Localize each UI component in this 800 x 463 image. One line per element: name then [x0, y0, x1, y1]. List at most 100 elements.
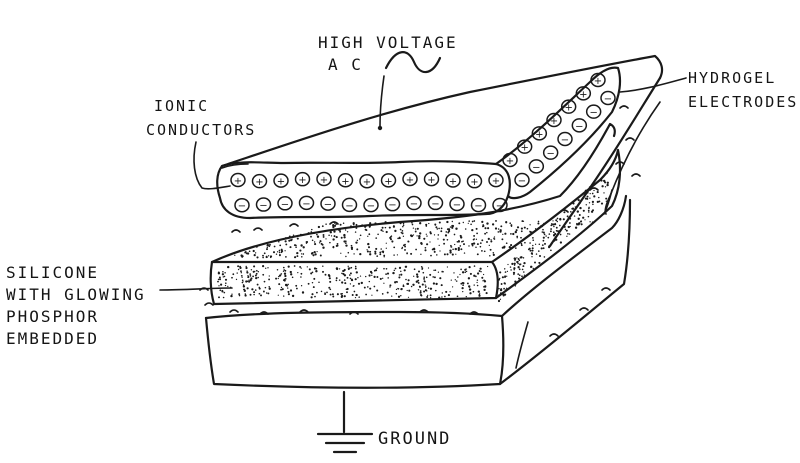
phosphor-dot [349, 277, 352, 280]
phosphor-dot [459, 273, 461, 276]
phosphor-dot [375, 247, 378, 250]
phosphor-dot [479, 242, 482, 244]
phosphor-dot [566, 215, 569, 218]
phosphor-dot [499, 288, 503, 292]
phosphor-dot [538, 243, 541, 245]
phosphor-dot [345, 255, 347, 258]
phosphor-dot [460, 282, 463, 285]
positive-charge-row: +++++++++++++ [230, 171, 504, 189]
phosphor-dot [592, 203, 594, 206]
phosphor-dot [307, 232, 310, 235]
phosphor-dot [501, 276, 504, 279]
phosphor-dot [355, 271, 358, 274]
phosphor-dot [440, 227, 443, 230]
phosphor-dot [542, 236, 545, 239]
phosphor-dot [585, 204, 588, 206]
phosphor-dot [346, 276, 349, 279]
phosphor-dot [461, 240, 463, 243]
phosphor-dot [296, 255, 299, 258]
phosphor-dot [578, 222, 581, 225]
phosphor-dot [313, 277, 316, 280]
phosphor-dot [322, 234, 325, 236]
phosphor-dot [477, 290, 480, 293]
phosphor-dot [601, 185, 604, 188]
phosphor-dot [354, 278, 357, 281]
phosphor-dot [368, 233, 371, 236]
phosphor-dot [368, 274, 371, 277]
phosphor-dot [506, 275, 508, 277]
phosphor-dot [352, 223, 355, 226]
phosphor-dot [382, 251, 384, 254]
phosphor-dot [433, 250, 436, 253]
phosphor-dot [278, 251, 281, 254]
phosphor-dot [414, 228, 417, 230]
phosphor-dot [550, 242, 553, 245]
phosphor-dot [328, 234, 330, 236]
phosphor-dot [355, 241, 358, 244]
phosphor-dot [354, 231, 357, 233]
phosphor-dot [510, 233, 512, 235]
phosphor-dot [393, 246, 396, 249]
phosphor-dot [430, 254, 432, 257]
phosphor-dot [249, 275, 252, 277]
phosphor-dot [340, 252, 342, 254]
phosphor-dot [589, 192, 591, 195]
phosphor-dot [280, 286, 283, 289]
negative-charge: − [341, 197, 358, 213]
phosphor-dot [502, 233, 504, 236]
phosphor-dot [410, 234, 414, 238]
plus-sign: + [520, 143, 528, 154]
phosphor-dot [254, 289, 257, 291]
phosphor-dot [567, 225, 570, 228]
phosphor-dot [437, 271, 440, 273]
phosphor-dot [297, 272, 299, 274]
phosphor-dot [279, 244, 282, 247]
phosphor-dot [513, 264, 516, 266]
phosphor-dot [458, 222, 461, 225]
phosphor-dot [373, 285, 376, 288]
phosphor-dot [354, 267, 357, 270]
phosphor-dot [224, 284, 227, 287]
phosphor-dot [331, 293, 334, 296]
phosphor-dot [504, 271, 507, 273]
phosphor-dot [468, 245, 470, 247]
phosphor-dot [295, 246, 297, 248]
phosphor-dot [227, 285, 229, 288]
negative-charge: − [585, 104, 602, 119]
phosphor-dot [416, 227, 419, 230]
ionic-conductors-label: IONIC CONDUCTORS [146, 94, 256, 142]
phosphor-particles [217, 171, 609, 303]
phosphor-dot [472, 290, 475, 293]
phosphor-dot [237, 268, 240, 271]
phosphor-dot [497, 231, 500, 233]
phosphor-dot [429, 241, 431, 243]
phosphor-dot [584, 197, 587, 200]
phosphor-dot [447, 294, 450, 297]
phosphor-dot [552, 223, 555, 226]
phosphor-dot [439, 277, 442, 280]
phosphor-dot [339, 223, 342, 226]
phosphor-dot [218, 296, 220, 299]
phosphor-dot [574, 226, 578, 229]
phosphor-dot [489, 248, 492, 251]
phosphor-dot [518, 277, 520, 280]
phosphor-dot [267, 255, 270, 257]
phosphor-dot [254, 274, 257, 277]
phosphor-dot [398, 276, 401, 279]
phosphor-dot [392, 225, 396, 228]
phosphor-dot [221, 290, 224, 293]
phosphor-dot [310, 235, 312, 238]
minus-sign: − [604, 94, 612, 105]
phosphor-dot [347, 251, 350, 254]
phosphor-dot [532, 237, 534, 239]
phosphor-dot [374, 250, 377, 253]
phosphor-dot [517, 273, 520, 275]
negative-charge: − [255, 197, 272, 212]
phosphor-dot [306, 266, 308, 268]
phosphor-dot [531, 256, 533, 258]
phosphor-dot [410, 285, 413, 288]
phosphor-dot [462, 221, 464, 224]
phosphor-dot [266, 243, 269, 247]
phosphor-dot [377, 233, 379, 236]
phosphor-dot [354, 265, 357, 268]
